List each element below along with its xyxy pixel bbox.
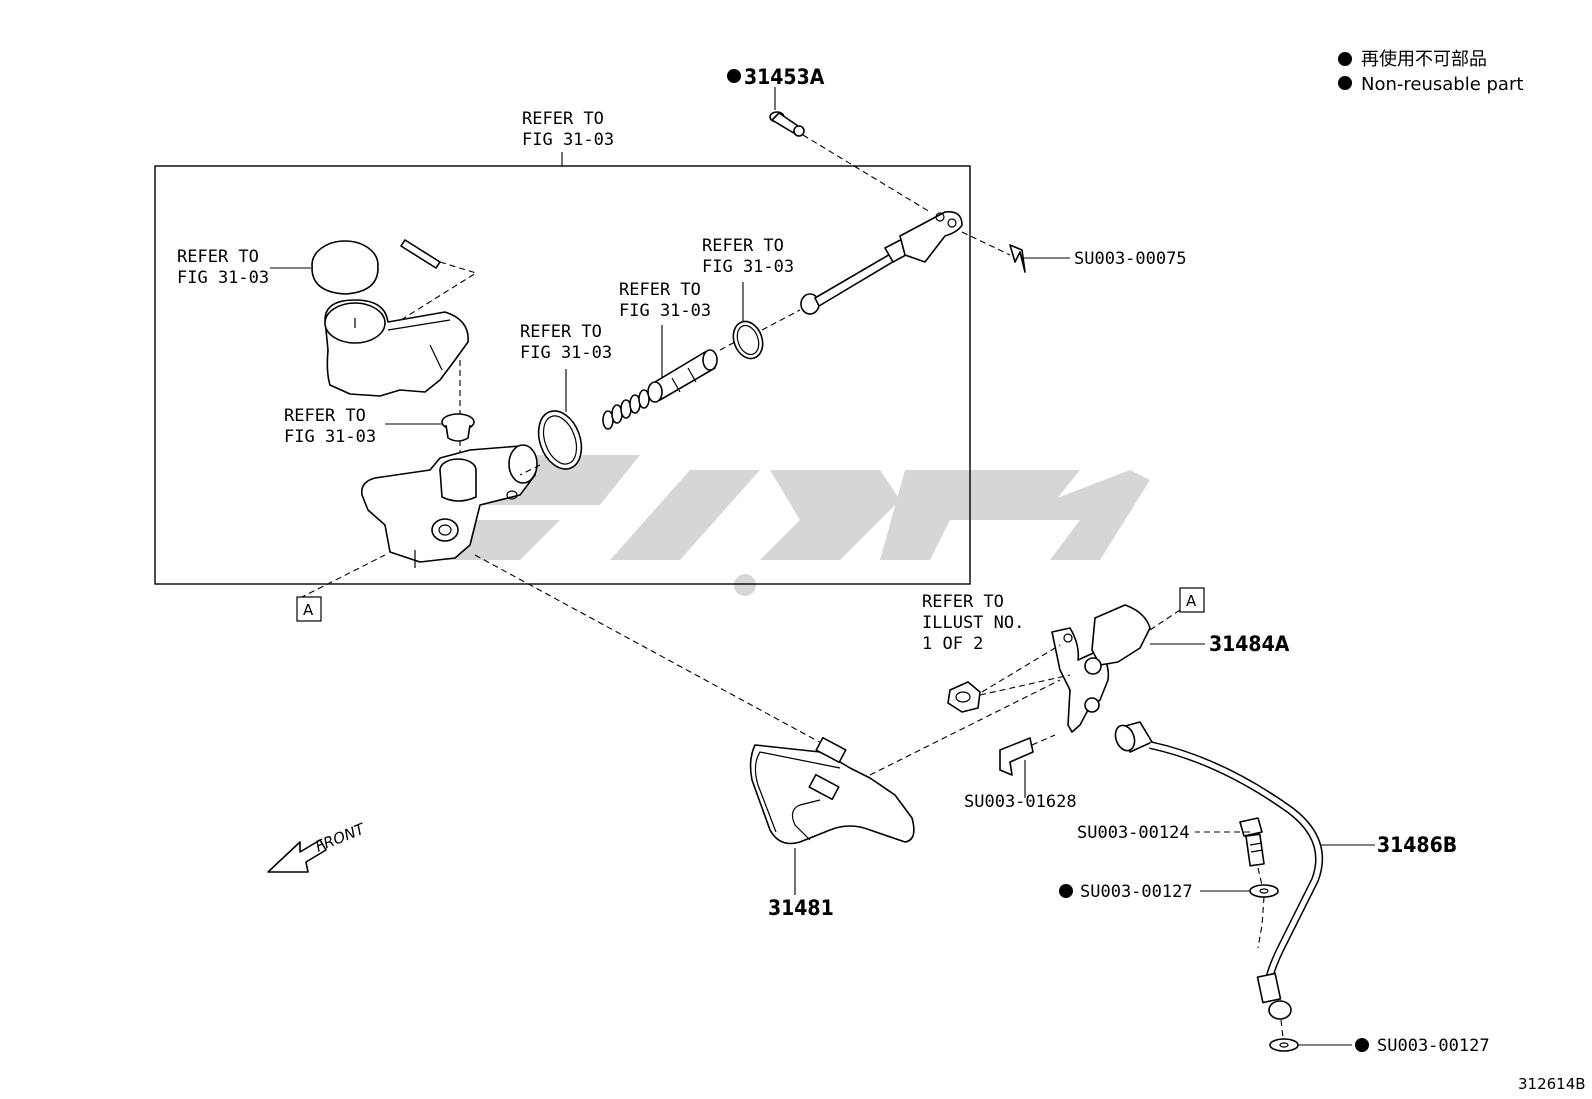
callout-31453A: 31453A	[744, 65, 825, 89]
legend-line-2: Non-reusable part	[1361, 74, 1523, 95]
o-ring	[537, 410, 583, 470]
gasket	[1249, 884, 1279, 898]
callout-refer-piston-2: FIG 31-03	[619, 301, 711, 321]
master-cylinder-body	[360, 444, 538, 568]
callout-refer-cap-1: REFER TO	[177, 247, 259, 267]
non-reusable-bullet-icon	[1059, 884, 1073, 898]
watermark-logo	[430, 455, 1150, 596]
callout-31484A: 31484A	[1209, 632, 1290, 656]
reservoir-cap	[311, 240, 379, 295]
callout-31486B: 31486B	[1377, 833, 1457, 857]
union-bolt	[1239, 817, 1265, 867]
spring	[602, 389, 650, 430]
callout-su003-00127-b: SU003-00127	[1377, 1036, 1490, 1056]
callout-refer-snap-1: REFER TO	[702, 236, 784, 256]
callout-refer-grommet-2: FIG 31-03	[284, 427, 376, 447]
non-reusable-bullet-icon	[1355, 1038, 1369, 1052]
callout-refer-ring-2: FIG 31-03	[520, 343, 612, 363]
callout-31481: 31481	[768, 896, 834, 920]
figure-code: 312614B	[1518, 1075, 1586, 1093]
clutch-pipe	[749, 736, 915, 845]
bullet-icon	[1338, 52, 1352, 66]
reservoir	[324, 299, 469, 397]
push-rod	[800, 210, 963, 315]
bullet-icon	[1338, 76, 1352, 90]
callout-su003-00127-a: SU003-00127	[1080, 882, 1193, 902]
cotter-pin	[1009, 244, 1026, 273]
bracket	[1051, 604, 1151, 733]
piston	[647, 349, 718, 403]
callout-refer-illust-2: ILLUST NO.	[922, 613, 1024, 633]
svg-text:A: A	[1186, 592, 1197, 610]
legend: 再使用不可部品 Non-reusable part	[1338, 49, 1523, 95]
callout-refer-ring-1: REFER TO	[520, 322, 602, 342]
callout-refer-snap-2: FIG 31-03	[702, 257, 794, 277]
callout-refer-cap-2: FIG 31-03	[177, 268, 269, 288]
callout-su003-00124: SU003-00124	[1077, 823, 1190, 843]
clip	[999, 737, 1034, 776]
non-reusable-bullet-icon	[727, 69, 741, 83]
snap-ring	[732, 320, 764, 360]
pin-icon	[400, 239, 441, 269]
callout-refer-piston-1: REFER TO	[619, 280, 701, 300]
callout-refer-illust-1: REFER TO	[922, 592, 1004, 612]
callout-su003-01628: SU003-01628	[964, 792, 1077, 812]
flexible-hose	[1114, 721, 1324, 1020]
callout-refer-top-1: REFER TO	[522, 109, 604, 129]
callout-refer-illust-3: 1 OF 2	[922, 634, 983, 654]
reference-box-a-right: A	[1179, 587, 1205, 613]
svg-text:A: A	[303, 601, 314, 619]
callout-su003-00075: SU003-00075	[1074, 249, 1187, 269]
callout-refer-grommet-1: REFER TO	[284, 406, 366, 426]
callout-refer-top-2: FIG 31-03	[522, 130, 614, 150]
clevis-pin	[769, 111, 805, 137]
front-label: FRONT	[313, 819, 369, 856]
front-arrow-icon	[267, 839, 327, 873]
gasket	[1269, 1038, 1299, 1052]
reference-box-a-left: A	[296, 596, 322, 622]
legend-line-1: 再使用不可部品	[1361, 49, 1487, 70]
flange-nut	[947, 681, 981, 713]
grommet	[441, 413, 475, 442]
